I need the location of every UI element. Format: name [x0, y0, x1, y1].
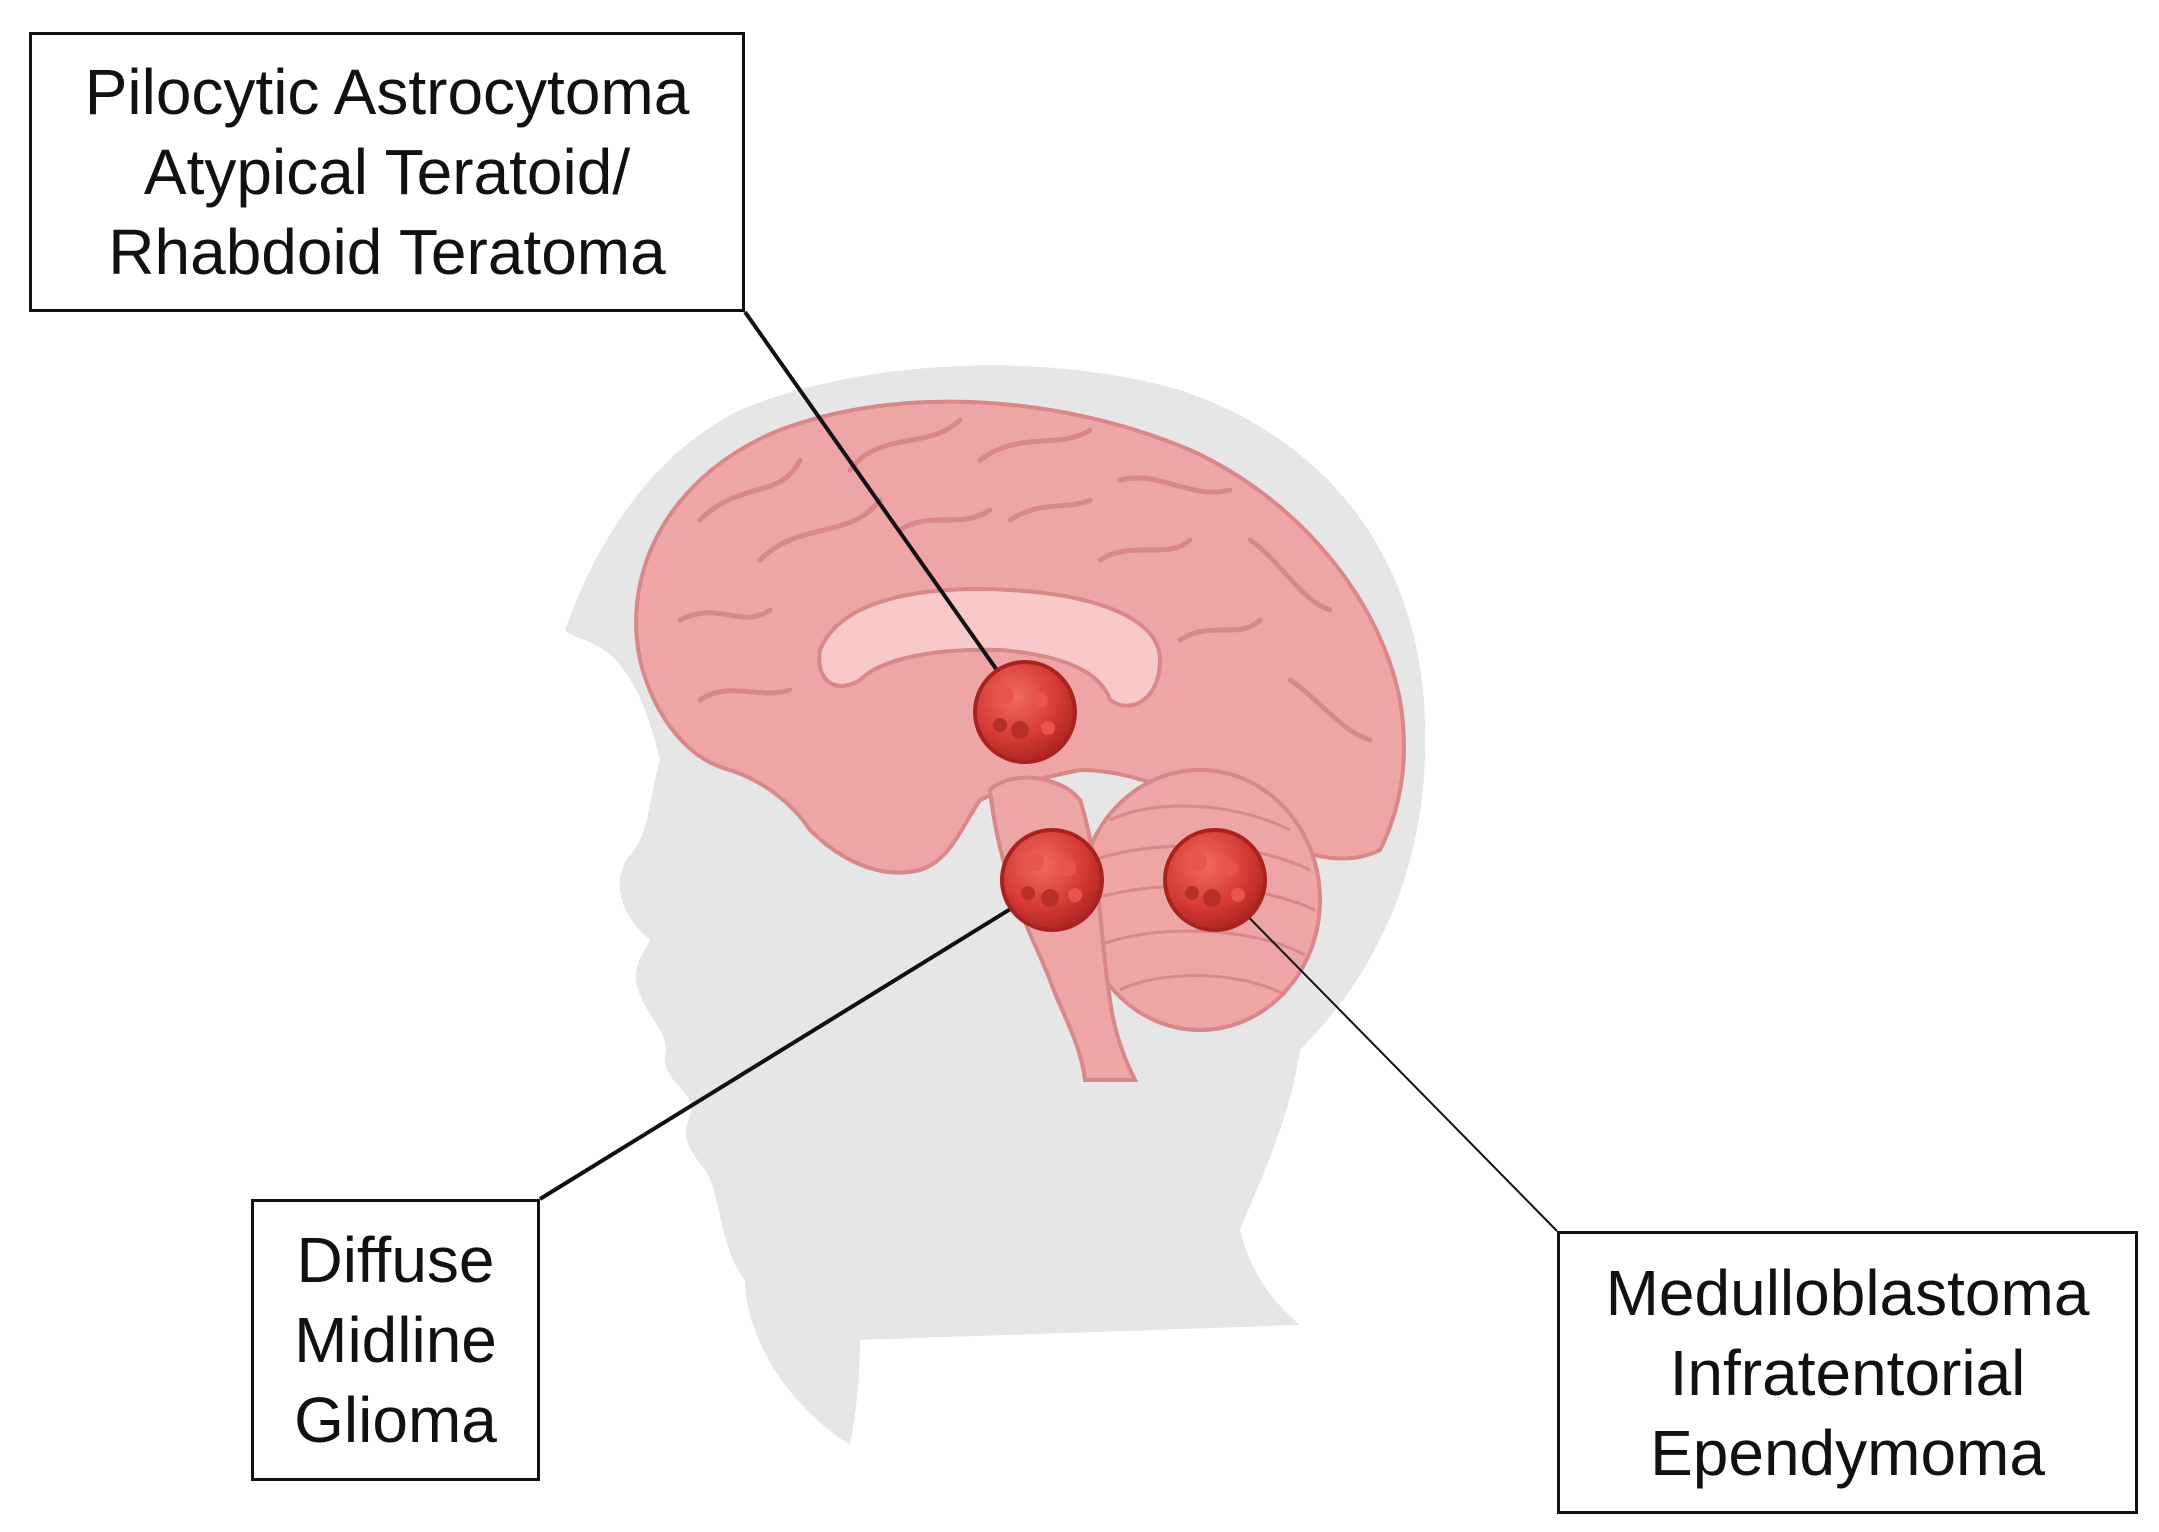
label-box-supratentorial: Pilocytic Astrocytoma Atypical Teratoid/…: [29, 32, 745, 312]
leader-line-bottom-right: [1217, 885, 1558, 1232]
label-box-infratentorial: Medulloblastoma Infratentorial Ependymom…: [1557, 1231, 2138, 1514]
brain-folds: [677, 417, 1373, 743]
leader-line-top: [743, 310, 1027, 712]
label-pilocytic-astrocytoma: Pilocytic Astrocytoma: [84, 56, 690, 128]
label-ependymoma: Ependymoma: [1650, 1416, 2045, 1489]
corpus-callosum: [817, 587, 1163, 708]
label-box-midline: Diffuse Midline Glioma: [251, 1199, 540, 1481]
tumor-brainstem: [1000, 828, 1104, 932]
tumor-thalamic: [973, 660, 1077, 764]
label-diffuse: Diffuse: [296, 1224, 495, 1296]
tumor-cerebellar: [1163, 828, 1267, 932]
label-rhabdoid-teratoma: Rhabdoid Teratoma: [108, 216, 666, 288]
label-medulloblastoma: Medulloblastoma: [1605, 1256, 2090, 1329]
label-infratentorial: Infratentorial: [1669, 1336, 2026, 1409]
leader-lines: [538, 310, 1558, 1232]
leader-line-bottom-left: [538, 898, 1027, 1201]
label-glioma: Glioma: [294, 1384, 497, 1456]
label-atypical-teratoid: Atypical Teratoid/: [143, 136, 631, 208]
label-midline: Midline: [294, 1304, 497, 1376]
